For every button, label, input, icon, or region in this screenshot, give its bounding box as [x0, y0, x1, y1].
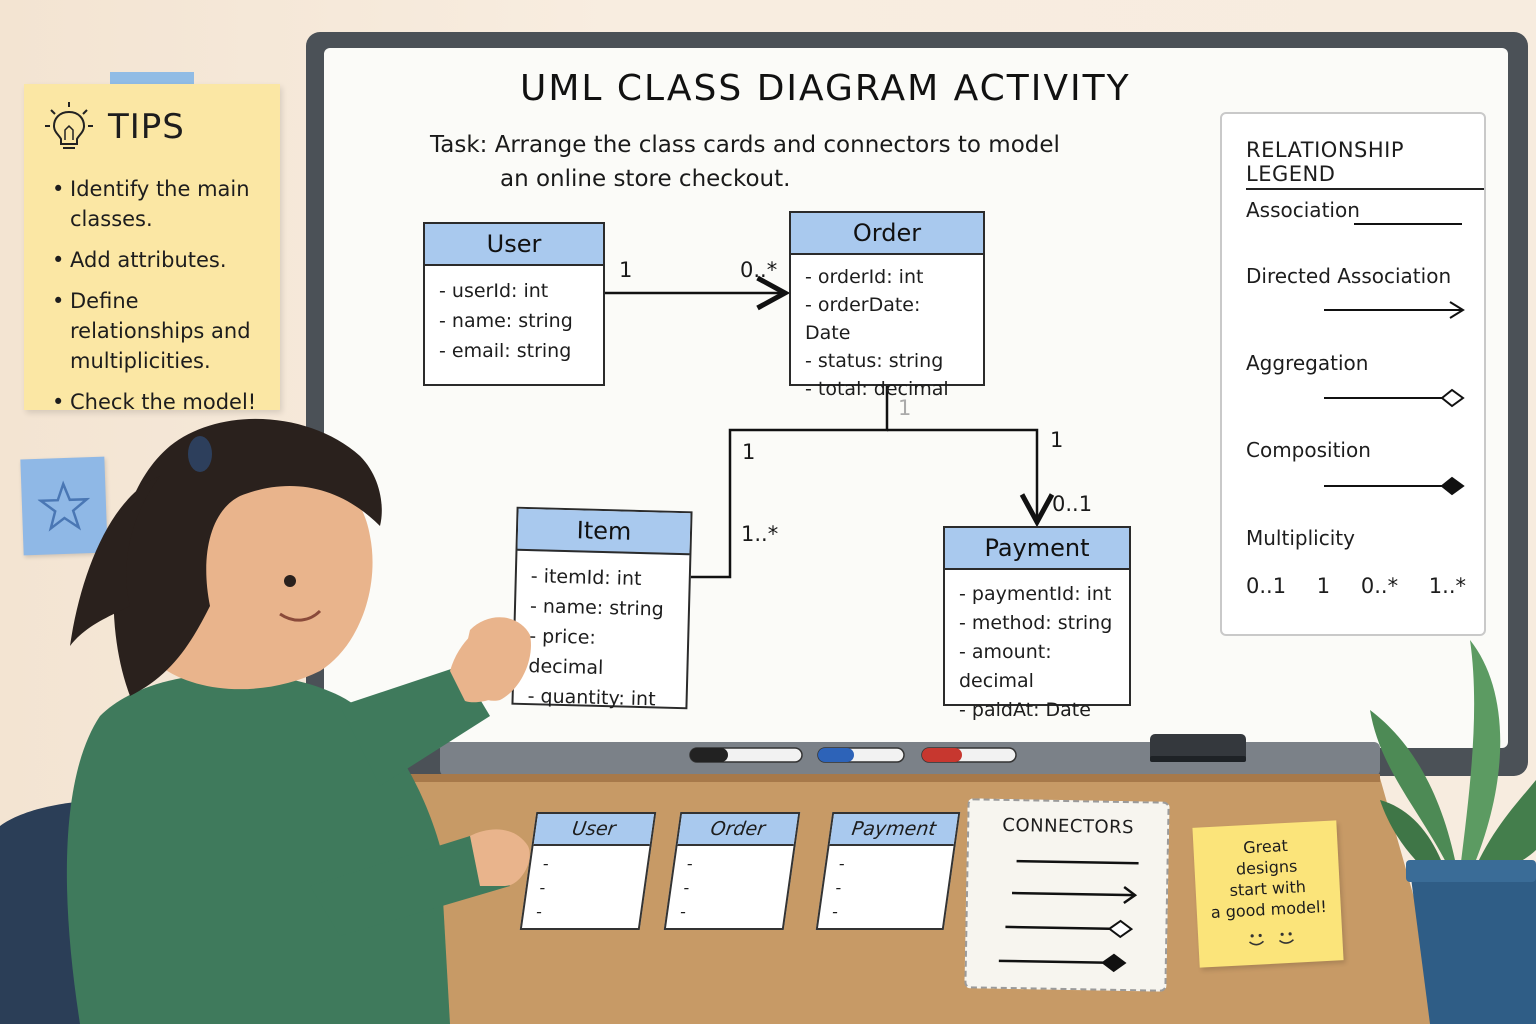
- mult-item-end: 1..*: [741, 522, 779, 546]
- attribute-list: userId: int name: string email: string: [425, 266, 603, 376]
- legend-multiplicity: Multiplicity: [1246, 526, 1355, 550]
- association-connector[interactable]: [1016, 859, 1139, 865]
- black-marker[interactable]: [689, 747, 803, 763]
- tip-item: Check the model!: [52, 387, 272, 417]
- task-line-2: an online store checkout.: [500, 166, 791, 192]
- tips-title: TIPS: [108, 107, 185, 147]
- legend-association: Association: [1246, 198, 1360, 222]
- attribute: paidAt: Date: [959, 696, 1115, 725]
- tip-item: Add attributes.: [52, 245, 272, 275]
- attribute: orderId: int: [805, 263, 969, 291]
- mult-payment-end: 0..1: [1052, 492, 1093, 516]
- aggregation-sample: [1324, 388, 1465, 408]
- attribute: method: string: [959, 609, 1115, 638]
- legend-directed-association: Directed Association: [1246, 264, 1452, 288]
- order-payment-connector[interactable]: [887, 428, 1037, 522]
- task-line-1: Task: Arrange the class cards and connec…: [430, 132, 1060, 158]
- tip-item: Define relationships and multiplicities.: [52, 286, 272, 376]
- smiley-icon: [1249, 932, 1294, 946]
- legend-mult-value: 1: [1316, 574, 1331, 598]
- mult-payment-order-end: 1: [1050, 428, 1064, 452]
- legend-title: RELATIONSHIP LEGEND: [1246, 138, 1484, 190]
- attribute-list: orderId: int orderDate: Date status: str…: [791, 255, 983, 413]
- mult-user-end: 1: [619, 258, 633, 282]
- attribute: total: decimal: [805, 375, 969, 403]
- legend-mult-value: 0..*: [1360, 574, 1399, 598]
- star-sticky-note: [20, 456, 108, 556]
- attribute: orderDate: Date: [805, 291, 969, 347]
- attribute: amount: decimal: [959, 638, 1115, 696]
- sticky-note: Great designs start with a good model!: [1192, 820, 1344, 968]
- attribute: status: string: [805, 347, 969, 375]
- directed-association-connector[interactable]: [1012, 885, 1138, 905]
- class-name: Order: [791, 213, 983, 255]
- class-card-payment[interactable]: Payment paymentId: int method: string am…: [943, 526, 1131, 721]
- student: [66, 418, 530, 1024]
- tips-note: TIPS Identify the main classes. Add attr…: [24, 84, 280, 417]
- connectors-sheet[interactable]: CONNECTORS: [964, 798, 1170, 992]
- task-text: Task: Arrange the class cards and connec…: [430, 128, 1070, 196]
- relationship-legend: RELATIONSHIP LEGEND Association Directed…: [1220, 112, 1486, 636]
- board-title: UML CLASS DIAGRAM ACTIVITY: [520, 68, 1131, 109]
- tip-item: Identify the main classes.: [52, 174, 272, 234]
- attribute: userId: int: [439, 276, 589, 306]
- star-icon: [37, 480, 91, 532]
- potted-plant: [1370, 640, 1536, 1024]
- aggregation-connector[interactable]: [1005, 919, 1134, 939]
- composition-sample: [1324, 476, 1465, 496]
- legend-multiplicity-values: 0..1 1 0..* 1..*: [1246, 574, 1466, 598]
- attribute: email: string: [439, 336, 589, 366]
- mult-item-order-end: 1: [742, 440, 756, 464]
- order-item-connector[interactable]: [690, 386, 889, 579]
- legend-mult-value: 0..1: [1246, 574, 1287, 598]
- legend-aggregation: Aggregation: [1246, 351, 1369, 375]
- attribute: paymentId: int: [959, 580, 1115, 609]
- mult-order-end: 0..*: [740, 258, 778, 282]
- tips-list: Identify the main classes. Add attribute…: [52, 174, 272, 428]
- blue-marker[interactable]: [817, 747, 905, 763]
- class-card-user[interactable]: User userId: int name: string email: str…: [423, 222, 605, 386]
- legend-composition: Composition: [1246, 438, 1371, 462]
- eraser[interactable]: [1150, 734, 1246, 762]
- connector-samples: [998, 859, 1139, 973]
- class-name: Payment: [945, 528, 1129, 570]
- lightbulb-icon: [45, 102, 93, 149]
- tips-header: TIPS: [44, 100, 185, 154]
- red-marker[interactable]: [921, 747, 1017, 763]
- legend-line-samples: [1324, 223, 1465, 496]
- class-name: User: [425, 224, 603, 266]
- desk-edge: [410, 774, 1380, 782]
- composition-connector[interactable]: [998, 953, 1127, 973]
- attribute-list: paymentId: int method: string amount: de…: [945, 570, 1129, 735]
- directed-association-sample: [1324, 301, 1465, 319]
- legend-mult-value: 1..*: [1428, 574, 1466, 598]
- class-card-order[interactable]: Order orderId: int orderDate: Date statu…: [789, 211, 985, 400]
- attribute: name: string: [439, 306, 589, 336]
